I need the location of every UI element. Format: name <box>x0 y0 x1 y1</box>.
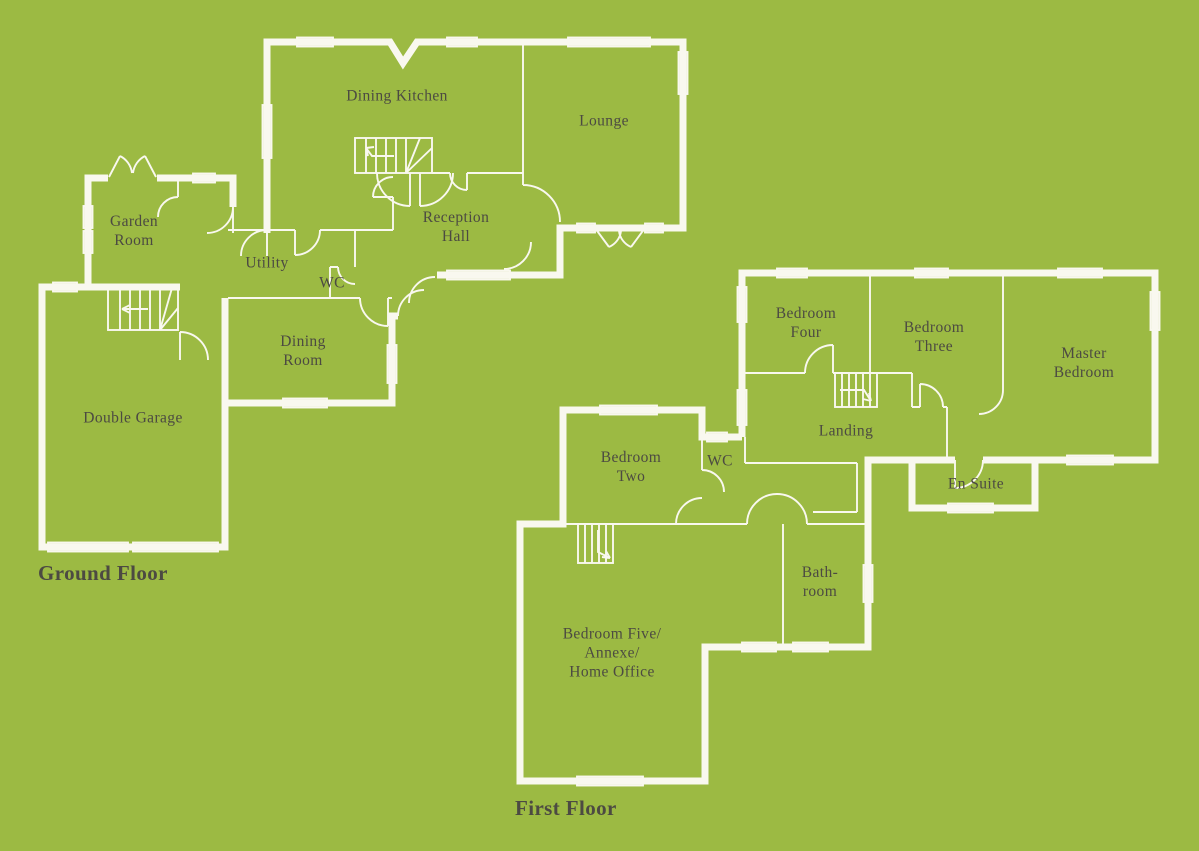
garage-stairs-treads <box>119 287 179 331</box>
window <box>706 431 728 443</box>
window <box>282 397 328 409</box>
window <box>736 389 748 426</box>
room-label-wc-ground: WC <box>319 274 345 292</box>
room-label-lounge: Lounge <box>579 112 629 130</box>
room-label-bathroom: Bath- room <box>801 564 839 600</box>
window <box>576 222 596 234</box>
room-label-wc-first: WC <box>707 452 733 470</box>
window <box>792 641 829 653</box>
window <box>446 269 511 281</box>
window <box>599 404 658 416</box>
first-floor-title: First Floor <box>515 796 617 820</box>
first-floor-plan <box>516 267 1161 787</box>
window <box>386 344 398 384</box>
bedroom-five-stairs-treads <box>584 524 611 563</box>
window <box>644 222 664 234</box>
room-label-reception-hall: Reception Hall <box>422 209 490 245</box>
window <box>741 641 777 653</box>
window <box>52 281 78 293</box>
room-label-dining-kitchen: Dining Kitchen <box>346 87 448 105</box>
first-floor-partitions <box>563 276 1004 647</box>
window <box>192 172 216 184</box>
window <box>776 267 808 279</box>
window <box>1057 267 1103 279</box>
window <box>576 775 644 787</box>
room-label-bedroom-two: Bedroom Two <box>600 449 662 485</box>
window <box>261 104 273 159</box>
ground-floor-outer-walls <box>38 38 687 551</box>
window <box>947 502 994 514</box>
window <box>736 286 748 323</box>
window <box>677 51 689 95</box>
garage-door <box>132 541 219 553</box>
window <box>567 36 651 48</box>
garage-door <box>47 541 129 553</box>
window <box>82 230 94 254</box>
window <box>1149 291 1161 331</box>
hall-stairs-box <box>354 137 433 174</box>
room-label-utility: Utility <box>245 254 289 272</box>
room-label-bedroom-five: Bedroom Five/ Annexe/ Home Office <box>562 625 662 681</box>
hall-stairs-treads <box>365 137 433 174</box>
bedroom-five-stairs-box <box>577 523 614 564</box>
ground-floor-partitions <box>108 45 646 361</box>
window <box>1066 454 1114 466</box>
room-label-garden-room: Garden Room <box>109 213 159 249</box>
room-label-double-garage: Double Garage <box>83 409 183 427</box>
window <box>914 267 949 279</box>
room-label-dining-room: Dining Room <box>280 333 326 369</box>
room-label-master-bedroom: Master Bedroom <box>1053 345 1115 381</box>
room-label-en-suite: En Suite <box>947 475 1005 493</box>
window <box>296 36 334 48</box>
window <box>446 36 478 48</box>
landing-stairs-treads <box>840 373 872 407</box>
room-label-bedroom-three: Bedroom Three <box>903 319 965 355</box>
window <box>862 564 874 603</box>
ground-floor-title: Ground Floor <box>38 561 168 585</box>
window <box>82 205 94 229</box>
room-label-bedroom-four: Bedroom Four <box>775 305 837 341</box>
ground-floor-plan <box>38 36 689 553</box>
room-label-landing: Landing <box>818 422 874 440</box>
